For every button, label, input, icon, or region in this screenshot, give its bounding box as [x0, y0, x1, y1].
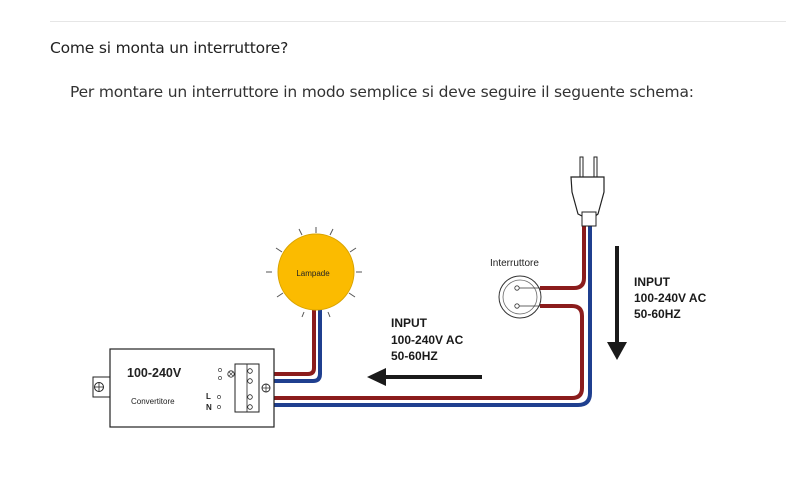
input-left-line2: 100-240V AC — [391, 333, 464, 347]
faq-question: Come si monta un interruttore? — [50, 39, 289, 57]
input-right-line1: INPUT — [634, 275, 671, 289]
terminal-n-label: N — [206, 403, 212, 412]
left-arrow — [367, 368, 482, 386]
plug-live-wire — [540, 225, 586, 290]
converter-symbol: 100-240V Convertitore L N — [92, 348, 275, 428]
plug-prong-left — [579, 156, 584, 178]
plug-cord-sleeve — [581, 211, 597, 227]
switch-body — [498, 275, 542, 319]
input-right-line3: 50-60HZ — [634, 307, 681, 321]
converter-label: Convertitore — [131, 397, 175, 406]
top-divider — [50, 21, 786, 22]
wires — [258, 225, 592, 407]
switch-terminal-top — [514, 285, 520, 291]
lamp-rays — [266, 227, 362, 318]
lamp-label: Lampade — [296, 269, 330, 278]
lamp-symbol: Lampade — [266, 227, 362, 318]
switch-inner — [502, 279, 538, 315]
switch-label: Interruttore — [490, 258, 539, 269]
faq-answer: Per montare un interruttore in modo semp… — [70, 83, 694, 101]
switch-terminal-bottom — [514, 303, 520, 309]
lamp-neutral-wire — [260, 310, 322, 383]
lamp-live-wire — [260, 310, 316, 376]
switch-symbol: Interruttore — [490, 258, 542, 319]
main-live-wire — [258, 304, 584, 400]
down-arrow — [607, 246, 627, 360]
plug-prong-right — [593, 156, 598, 178]
converter-voltage: 100-240V — [127, 366, 182, 380]
lamp-bulb — [277, 233, 355, 311]
plug-symbol — [570, 156, 605, 227]
input-left-line1: INPUT — [391, 316, 428, 330]
input-right-line2: 100-240V AC — [634, 291, 707, 305]
input-label-right: INPUT 100-240V AC 50-60HZ — [634, 275, 707, 321]
input-label-left: INPUT 100-240V AC 50-60HZ — [391, 316, 464, 363]
input-left-line3: 50-60HZ — [391, 349, 438, 363]
terminal-l-label: L — [206, 392, 211, 401]
main-neutral-wire — [258, 225, 592, 407]
